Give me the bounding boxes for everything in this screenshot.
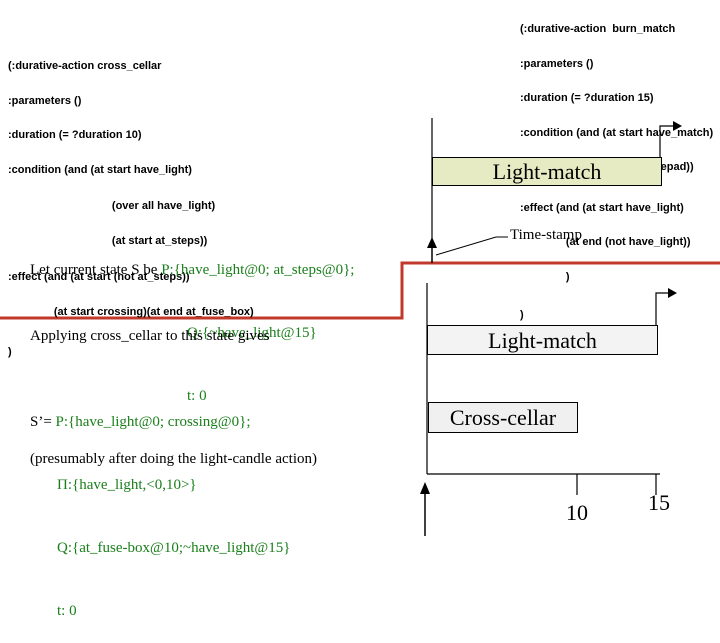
result-p-line: S’= P:{have_light@0; crossing@0};: [30, 412, 290, 433]
cross-cellar-line: (at start at_steps)): [8, 234, 208, 247]
bottom-start-arrowhead: [420, 482, 430, 494]
light-match-box-bottom: Light-match: [427, 325, 658, 355]
cross-cellar-line: :condition (and (at start have_light): [8, 163, 192, 176]
diagram-lines: [0, 118, 720, 536]
burn-match-line: (:durative-action burn_match: [520, 23, 676, 35]
result-pi: Π:{have_light,<0,10>}: [57, 477, 197, 493]
red-divider: [0, 261, 720, 320]
cross-cellar-line: :effect (and (at start (not at_steps)): [8, 271, 190, 283]
state-q: Q:{~have_light@15}: [187, 325, 317, 341]
light-match-box-top: Light-match: [432, 157, 662, 186]
top-end-arrowhead: [673, 121, 682, 131]
top-start-arrowhead: [427, 237, 437, 248]
burn-match-line: (at end (not have_light)): [520, 236, 691, 248]
bottom-duration-line: [655, 292, 670, 325]
state-t: t: 0: [187, 388, 207, 404]
result-prefix: S’=: [30, 414, 56, 430]
cross-cellar-line: (over all have_light): [8, 200, 216, 212]
light-match-label: Light-match: [492, 159, 602, 184]
cross-cellar-line: :duration (= ?duration 10): [8, 129, 142, 141]
burn-match-line: :effect (and (at start have_light): [520, 201, 684, 214]
timestamp-pointer: [435, 236, 508, 256]
cross-cellar-line: (at start crossing)(at end at_fuse_box): [8, 305, 254, 318]
cross-cellar-line: ): [8, 346, 12, 358]
result-p: P:{have_light@0; crossing@0};: [55, 414, 251, 430]
state-p: P:{have_light@0; at_steps@0};: [161, 262, 355, 278]
current-state-text: Let current state S be P:{have_light@0; …: [30, 218, 354, 491]
cross-cellar-line: :parameters (): [8, 94, 82, 107]
cross-cellar-box: Cross-cellar: [428, 402, 578, 433]
burn-match-line: :condition (and (at start have_match): [520, 126, 714, 139]
applying-text: Applying cross_cellar to this state give…: [30, 328, 270, 344]
result-t: t: 0: [57, 603, 77, 619]
state-intro: Let current state S be: [30, 262, 162, 278]
timestamp-label: Time-stamp: [510, 227, 582, 243]
cross-cellar-line: (:durative-action cross_cellar: [8, 60, 162, 72]
state-intro-line: Let current state S be P:{have_light@0; …: [30, 260, 354, 281]
state-note: (presumably after doing the light-candle…: [30, 451, 317, 467]
burn-match-line: ): [520, 309, 524, 321]
burn-match-line: ): [520, 270, 570, 283]
light-match-label-bottom: Light-match: [488, 328, 597, 353]
bottom-end-arrowhead: [668, 288, 677, 298]
result-q: Q:{at_fuse-box@10;~have_light@15}: [57, 540, 291, 556]
result-state-text: S’= P:{have_light@0; crossing@0}; Π:{hav…: [30, 370, 290, 643]
burn-match-line: :parameters (): [520, 57, 594, 70]
top-duration-line: [659, 125, 675, 157]
burn-match-line: :duration (= ?duration 15): [520, 92, 654, 104]
tick-label-10: 10: [566, 500, 588, 525]
cross-cellar-label: Cross-cellar: [449, 405, 557, 430]
cross-cellar-action-text: (:durative-action cross_cellar :paramete…: [8, 38, 254, 370]
tick-label-15: 15: [648, 490, 670, 515]
